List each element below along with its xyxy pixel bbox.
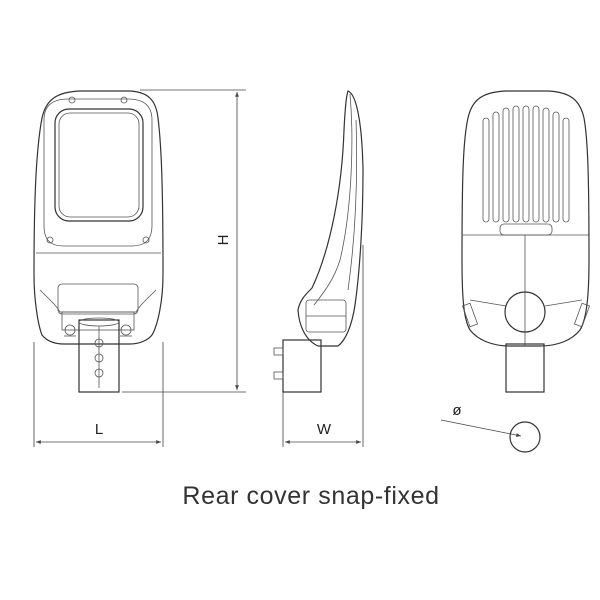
width-label: W [317,421,332,438]
screw-icon [142,236,150,244]
diameter-leader-line [440,419,522,437]
front-housing-outline [33,90,164,345]
lens-panel-inner [58,112,140,218]
side-inner-curve [313,93,353,306]
diameter-label: ø [452,402,461,419]
rear-clip [573,302,591,328]
pole-ellipse [78,317,120,327]
caption: Rear cover snap-fixed [182,482,440,510]
clamp-block [57,283,139,315]
side-housing-outline [297,90,364,347]
clamp-bracket [61,311,135,331]
rear-latch [499,223,553,236]
front-lower-cover [39,289,157,313]
rear-strut [469,299,507,307]
dimensions: H L W ø [33,89,541,453]
lens-panel [54,108,144,222]
side-view [273,90,364,393]
bolt-icon [120,324,132,336]
side-inner-curve [347,119,358,291]
diameter-circle [509,421,541,453]
side-bolt [273,371,284,380]
heat-sink-fins [482,105,570,223]
height-label: H [215,235,232,246]
screw-icon [46,236,54,244]
rear-view [461,90,591,393]
side-pole [282,339,322,393]
bolt-icon [64,324,76,336]
rear-pole [505,343,545,393]
rear-clip [461,302,479,328]
rear-housing-outline [461,90,590,347]
side-bolt [273,347,284,356]
screw-icon [68,96,76,104]
screw-icon [120,96,128,104]
length-label: L [95,421,103,438]
rear-strut [544,299,583,307]
front-view [33,90,164,393]
rear-pole-socket [504,291,546,333]
front-inner-bezel [43,98,153,247]
mounting-pole [78,319,120,393]
